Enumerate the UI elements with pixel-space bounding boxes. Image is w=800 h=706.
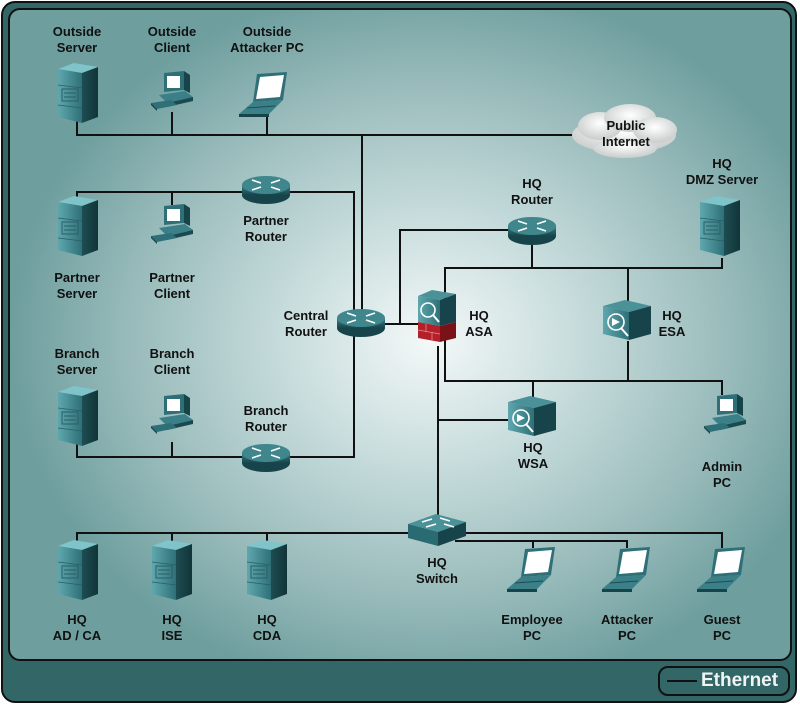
legend: Ethernet: [658, 666, 790, 696]
link-switch-adca: [76, 532, 408, 545]
legend-ethernet-label: Ethernet: [701, 670, 779, 691]
appliance-icon-hq-wsa[interactable]: [507, 395, 557, 437]
link-asa-inside-bus: [444, 340, 723, 395]
server-icon-hq-ise[interactable]: [151, 539, 193, 601]
server-icon-partner-server[interactable]: [57, 195, 99, 257]
link-partner-central: [290, 191, 355, 310]
laptop-icon-guest-pc[interactable]: [696, 546, 746, 593]
link-outside-server: [76, 112, 590, 136]
router-icon-central-router[interactable]: [336, 308, 386, 338]
server-icon-branch-server[interactable]: [57, 385, 99, 447]
router-icon-branch-router[interactable]: [241, 443, 291, 473]
router-icon-partner-router[interactable]: [241, 175, 291, 205]
link-partner-server: [76, 191, 242, 200]
desktop-icon-branch-client[interactable]: [151, 394, 193, 434]
server-icon-hq-ad-ca[interactable]: [57, 539, 99, 601]
firewall-icon-hq-asa[interactable]: [417, 289, 457, 343]
link-branch-server: [76, 442, 242, 458]
desktop-icon-admin-pc[interactable]: [704, 394, 746, 434]
desktop-icon-outside-client[interactable]: [151, 71, 193, 111]
server-icon-hq-dmz-server[interactable]: [699, 195, 741, 257]
server-icon-outside-server[interactable]: [57, 62, 99, 124]
laptop-icon-attacker-pc[interactable]: [601, 546, 651, 593]
laptop-icon-employee-pc[interactable]: [506, 546, 556, 593]
link-switch-attacker: [455, 540, 628, 548]
cloud-icon-public-internet[interactable]: [572, 104, 677, 158]
link-branch-central: [290, 330, 355, 458]
server-icon-hq-cda[interactable]: [246, 539, 288, 601]
ethernet-line-icon: [667, 680, 697, 682]
desktop-icon-partner-client[interactable]: [151, 204, 193, 244]
link-switch-guest: [460, 532, 723, 548]
appliance-icon-hq-esa[interactable]: [602, 299, 652, 341]
network-canvas: [8, 8, 792, 661]
link-dmz-bus: [444, 258, 723, 300]
link-central-hqrouter: [399, 229, 508, 324]
router-icon-hq-router[interactable]: [507, 216, 557, 246]
laptop-icon-outside-attacker[interactable]: [238, 71, 288, 118]
